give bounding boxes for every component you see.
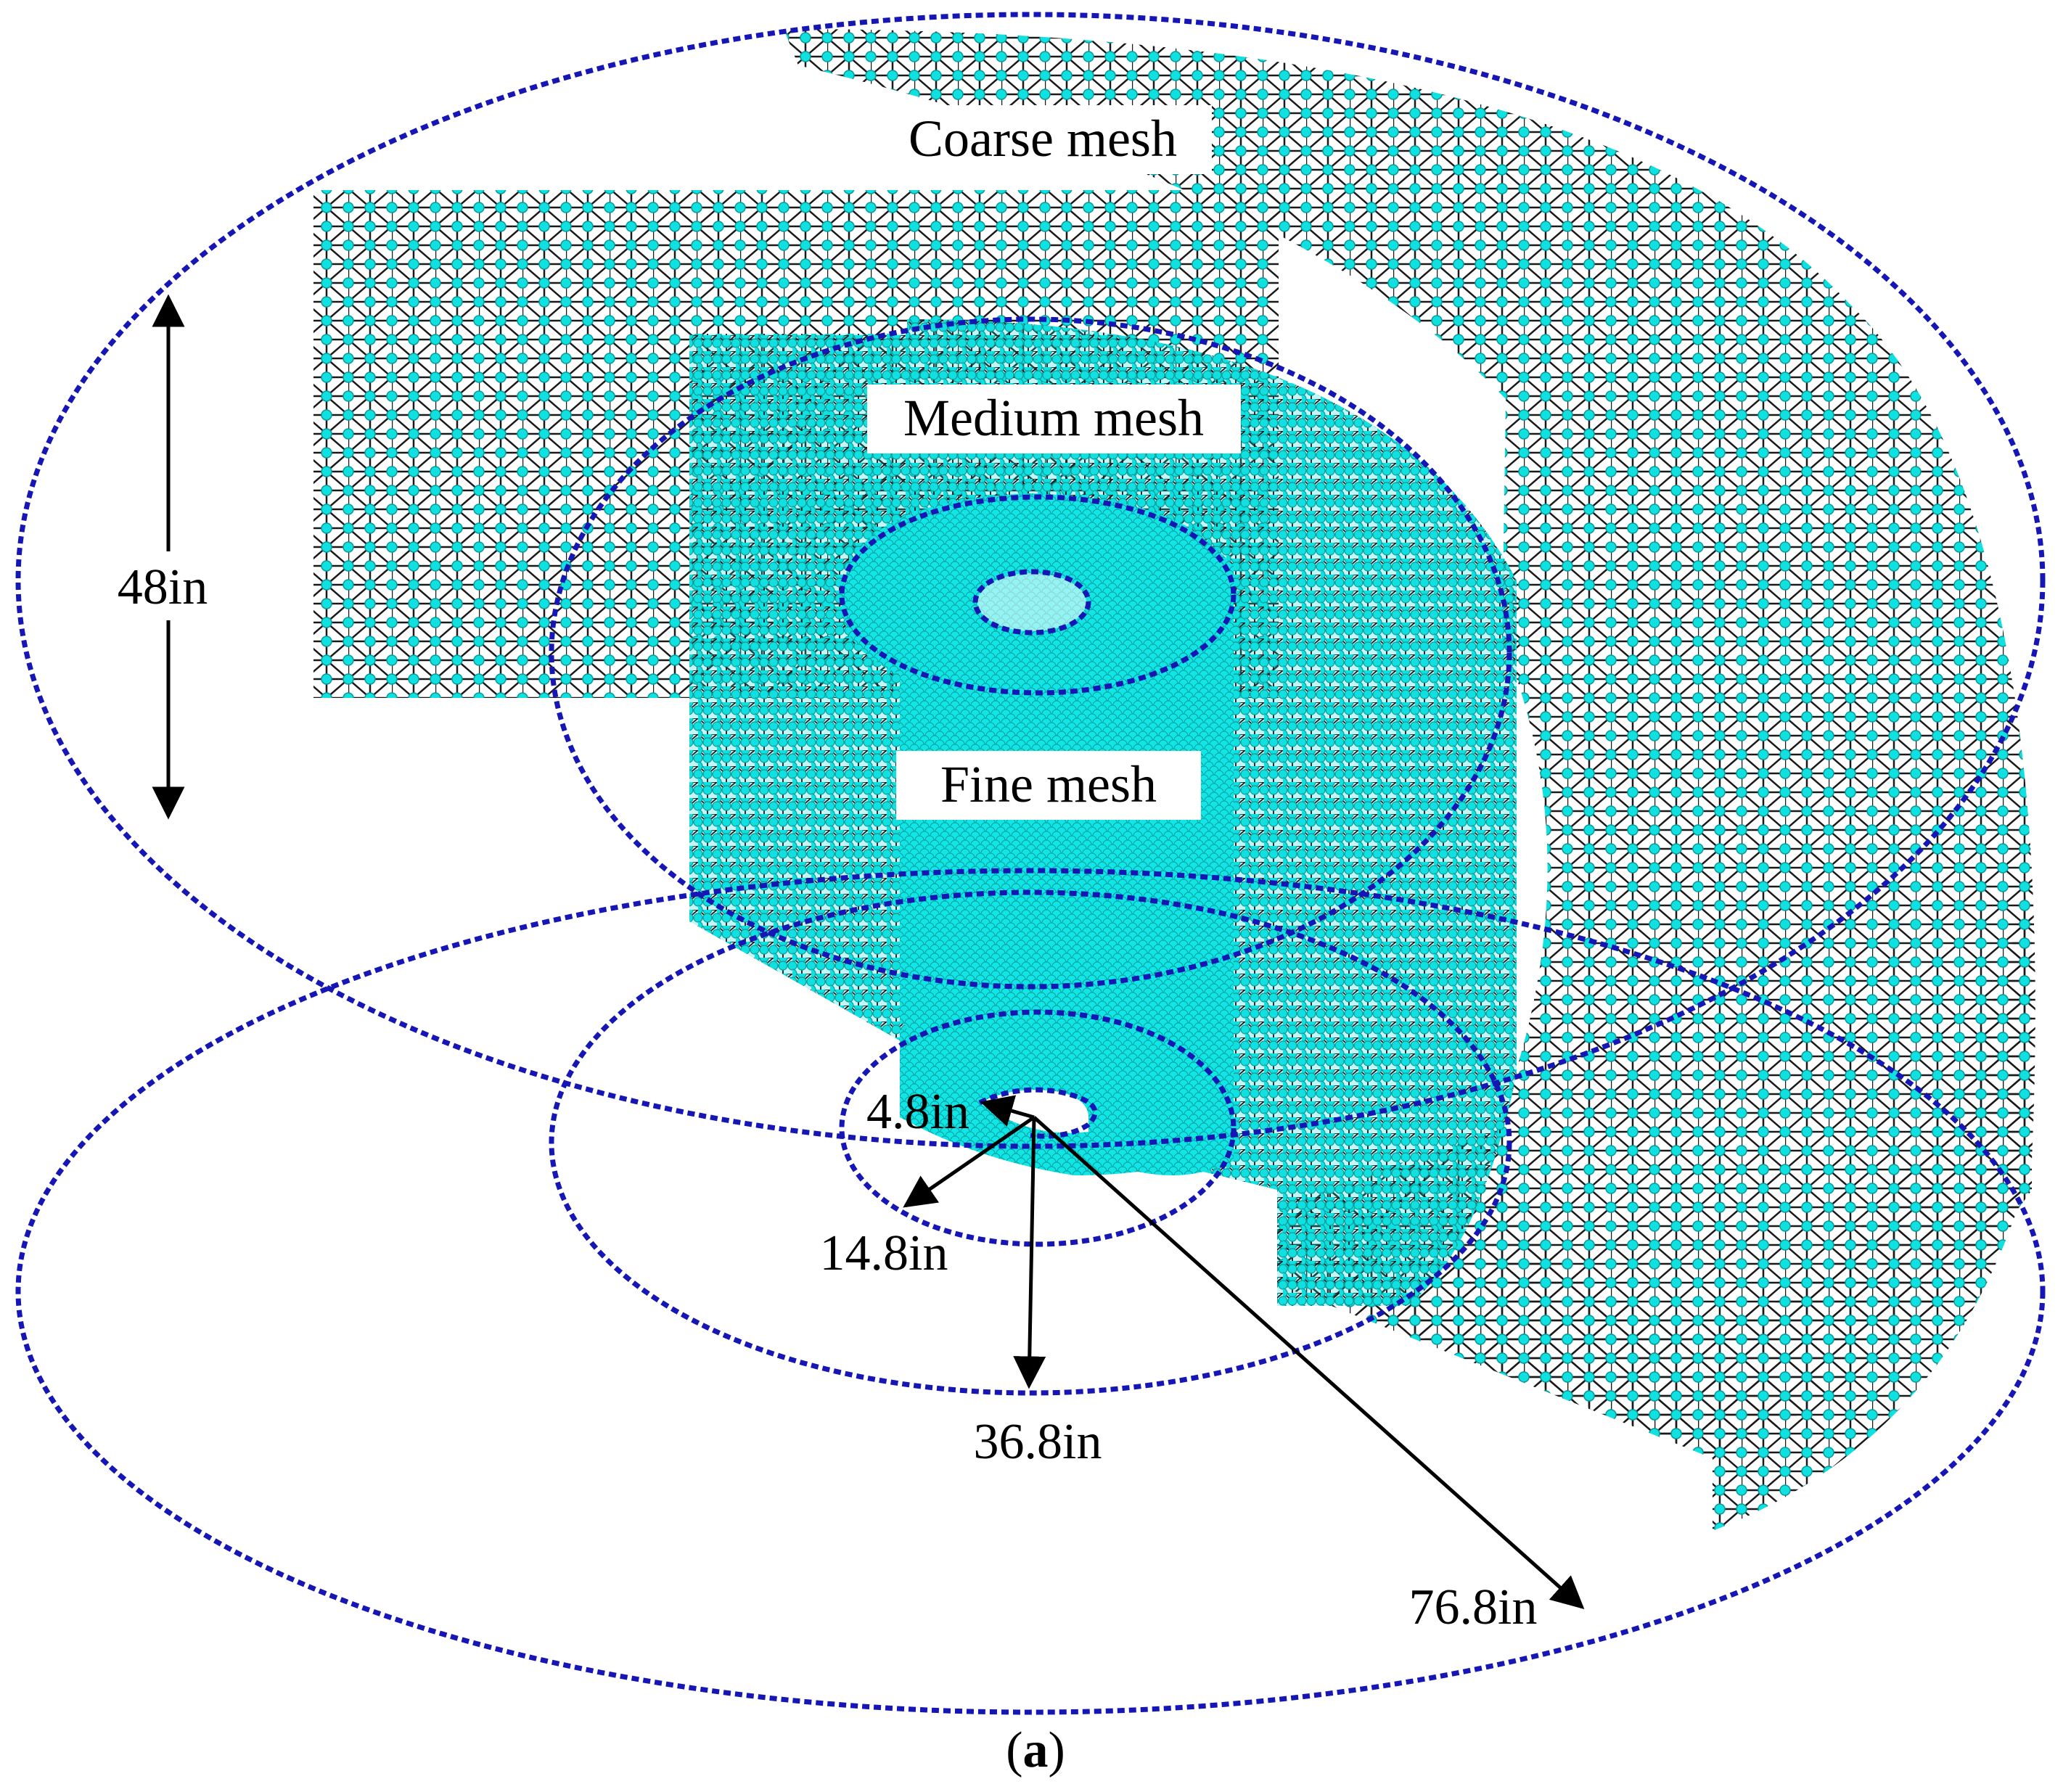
radius-label-4-8: 4.8in <box>866 1084 969 1140</box>
coarse-mesh-outer-wall <box>784 29 2035 1531</box>
hole-bottom-boundary <box>978 1087 1098 1139</box>
outer-top-boundary <box>15 12 2046 1149</box>
height-label: 48in <box>118 559 208 615</box>
fine-top-boundary <box>839 494 1237 696</box>
radius-arrow-76-8 <box>1033 1116 1585 1609</box>
medium-top-boundary <box>549 316 1512 990</box>
boundary-circles <box>15 12 2046 1715</box>
fine-mesh-region <box>842 493 1234 1175</box>
radius-arrow-14-8 <box>903 1115 1036 1208</box>
figure-caption: (a) <box>1006 1722 1065 1778</box>
dimension-arrows <box>152 294 1585 1609</box>
fine-mesh-label: Fine mesh <box>940 755 1157 813</box>
coarse-mesh-label: Coarse mesh <box>909 110 1177 168</box>
caption-letter: a <box>1023 1722 1049 1778</box>
fine-mesh-label-group: Fine mesh <box>896 751 1201 820</box>
medium-bottom-boundary <box>549 889 1512 1396</box>
coarse-mesh-front-wall <box>1277 871 2032 1458</box>
medium-mesh-label: Medium mesh <box>903 389 1204 447</box>
fine-bottom-boundary <box>839 1009 1237 1247</box>
fine-mesh-label-box <box>896 751 1201 820</box>
caption-open-paren: ( <box>1006 1722 1022 1778</box>
coarse-mesh-label-box <box>874 105 1212 174</box>
hole-top-boundary <box>972 569 1091 636</box>
medium-mesh-label-group: Medium mesh <box>867 385 1241 453</box>
radius-label-76-8: 76.8in <box>1409 1579 1538 1635</box>
radius-arrow-4-8 <box>980 1095 1035 1127</box>
fine-mesh-bottom-face <box>900 1008 1234 1175</box>
coarse-mesh-label-group: Coarse mesh <box>874 105 1212 174</box>
outer-bottom-boundary <box>15 868 2046 1715</box>
medium-mesh-cut-face <box>689 334 907 1045</box>
radius-label-36-8: 36.8in <box>974 1414 1102 1470</box>
radius-arrow-36-8 <box>1013 1117 1046 1389</box>
caption-close-paren: ) <box>1049 1722 1065 1778</box>
radius-label-14-8: 14.8in <box>820 1225 948 1281</box>
medium-mesh-label-box <box>867 385 1241 453</box>
fine-mesh-hole-top <box>977 573 1086 631</box>
height-label-box <box>102 555 225 620</box>
